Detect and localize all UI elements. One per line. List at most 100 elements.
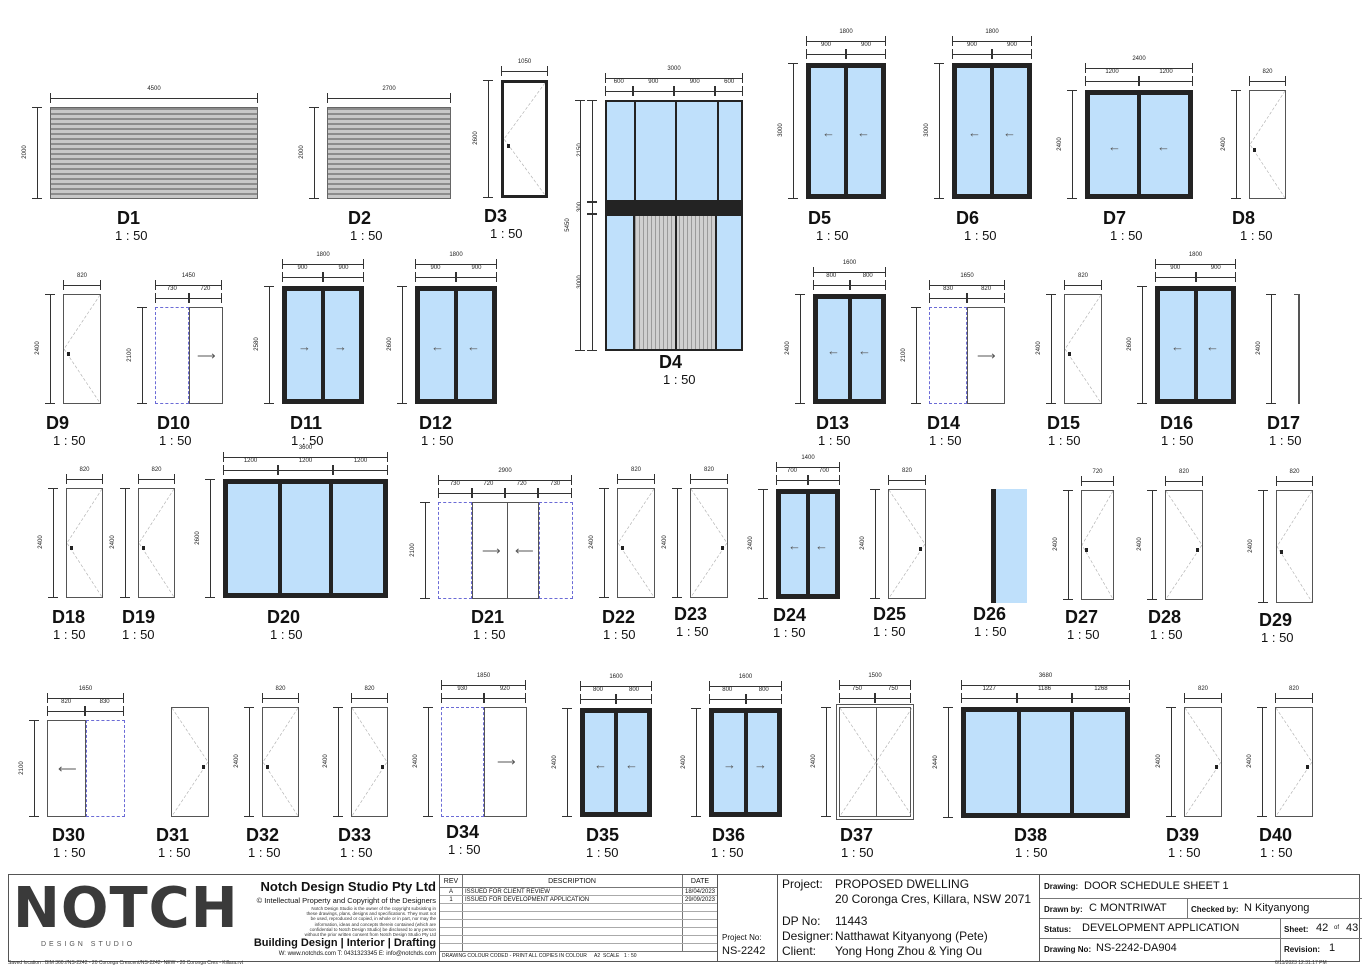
door-leaf	[171, 707, 209, 817]
door-leaf: ⟶	[484, 707, 527, 817]
stack-position	[438, 502, 472, 599]
width-dimension-text: 3600	[298, 445, 313, 451]
width-dimension-text: 2900	[498, 468, 512, 474]
width-dimension-text: 820	[275, 686, 286, 692]
height-dimension-text: 2400	[1137, 537, 1143, 551]
height-dimension: 2400	[681, 708, 701, 817]
meeting-stile	[876, 708, 877, 816]
scale-label: 1 : 50	[1161, 433, 1194, 448]
door-label: D10	[157, 413, 191, 433]
width-dimension: 1450	[155, 273, 222, 290]
width-dimension: 820	[1249, 69, 1286, 86]
part-dimension: 900	[456, 265, 497, 282]
designer-label: Designer:	[782, 929, 834, 943]
door-label: D15	[1047, 413, 1081, 433]
swing-diagonal	[1185, 708, 1221, 816]
left-leaf	[840, 708, 876, 816]
width-dimension-text: 720	[1092, 469, 1103, 475]
part-dimension-text: 930	[457, 686, 468, 692]
part-dimension-text: 800	[722, 687, 733, 693]
width-dimension: 1800	[806, 29, 886, 46]
door-label: D4	[659, 352, 683, 372]
project-name: PROPOSED DWELLING	[835, 877, 970, 891]
scale-label: 1 : 50	[1015, 845, 1048, 860]
part-dimension-text: 800	[826, 273, 837, 279]
door-leaf	[690, 488, 728, 598]
part-dimension: 1268	[1071, 686, 1130, 703]
door-leaf	[138, 488, 175, 598]
door-label: D25	[873, 604, 907, 624]
door-leaf	[223, 479, 388, 598]
mullion	[1137, 95, 1141, 194]
door-leaf: ←←	[1085, 90, 1193, 199]
scale-label: 1 : 50	[115, 228, 148, 243]
part-dimension: 720	[505, 481, 539, 498]
door-label: D18	[52, 607, 86, 627]
lower-glazing	[605, 214, 743, 351]
part-dimension: 900	[282, 265, 323, 282]
height-dimension-text: 2400	[38, 535, 44, 549]
slide-arrow-icon: ←	[625, 757, 638, 772]
door-leaf	[1249, 90, 1286, 199]
drawing-no-label: Drawing No:	[1044, 945, 1092, 954]
door-d22	[617, 488, 655, 598]
part-dimension: 700	[776, 468, 808, 485]
part-dimension-text: 900	[338, 265, 349, 271]
width-dimension-text: 1050	[517, 59, 532, 65]
scale-label: 1 : 50	[964, 228, 997, 243]
door-leaf	[1275, 707, 1313, 817]
door-handle	[266, 765, 269, 769]
door-label: D34	[446, 822, 480, 842]
part-dimension: 830	[85, 699, 124, 716]
width-dimension-text: 1450	[181, 273, 196, 279]
swing-diagonal	[876, 708, 912, 816]
part-dimension-text: 730	[550, 481, 561, 487]
door-d11: →→	[282, 286, 364, 404]
print-timestamp: 6/11/2023 12:31:17 PM	[1275, 960, 1327, 966]
swing-diagonal	[1166, 491, 1202, 599]
door-d30: ⟵	[47, 720, 125, 817]
slide-arrow-icon: ←	[1157, 139, 1170, 154]
part-dimension-text: 900	[966, 42, 977, 48]
height-dimension-text: 3000	[924, 123, 930, 137]
width-dimension-text: 1650	[78, 686, 93, 692]
part-dimension-text: 830	[943, 286, 954, 292]
scale-label: 1 : 50	[974, 624, 1007, 639]
door-handle	[507, 144, 510, 148]
width-dimension-text: 820	[151, 467, 162, 473]
swing-diagonal	[139, 489, 174, 597]
door-d34: ⟶	[441, 707, 527, 817]
slide-arrow-icon: ←	[467, 339, 480, 354]
part-dimension-text: 900	[297, 265, 308, 271]
part-dimension: 1200	[278, 458, 333, 475]
height-dimension-text: 2400	[1221, 136, 1227, 151]
part-dimension: 900	[323, 265, 364, 282]
door-leaf	[63, 294, 101, 404]
width-dimension-text: 820	[901, 468, 912, 474]
part-dimension-text: 900	[1170, 265, 1181, 271]
width-dimension-text: 2400	[1132, 56, 1146, 62]
rev-header-date: DATE	[690, 878, 710, 885]
width-dimension: 820	[1276, 469, 1313, 486]
timber-door-pair	[633, 216, 717, 349]
part-dimension: 900	[1155, 265, 1196, 282]
swing-diagonal	[1065, 295, 1101, 403]
mullion	[1070, 712, 1074, 813]
width-dimension: 820	[1275, 686, 1313, 703]
scale-label: 1 : 50	[818, 433, 851, 448]
height-dimension-text: 2400	[323, 754, 329, 768]
dp-value: 11443	[835, 914, 868, 928]
copyright-disclaimer: Notch Design Studio is the owner of the …	[304, 906, 436, 938]
part-dimension-text: 1200	[1105, 69, 1119, 75]
scale-label: 1 : 50	[490, 226, 523, 241]
height-dimension-text: 2600	[473, 131, 479, 145]
door-d4	[605, 100, 743, 351]
door-d8	[1249, 90, 1286, 199]
part-dimension-text: 820	[981, 286, 992, 292]
revision-table: REV DESCRIPTION DATE A ISSUED FOR CLIENT…	[439, 875, 718, 961]
scale-label: 1 : 50	[773, 625, 806, 640]
door-leaf: ←←	[415, 286, 497, 404]
height-dimension-text: 2100	[410, 542, 416, 557]
rev-row-description: ISSUED FOR CLIENT REVIEW	[465, 889, 550, 895]
contact-line: W: www.notchds.com T: 0431323345 E: info…	[278, 951, 436, 957]
